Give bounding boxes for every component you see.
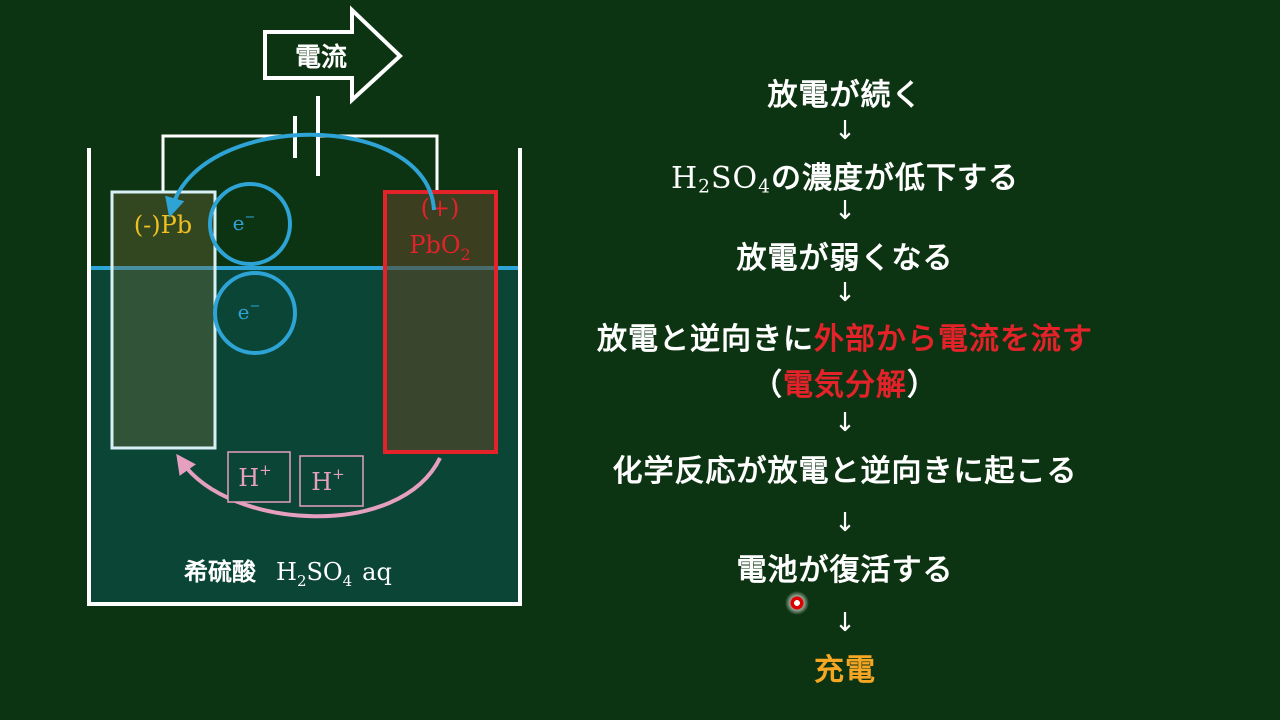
beaker <box>87 148 522 606</box>
step-concentration-drops: H2SO4の濃度が低下する <box>670 161 1019 198</box>
positive-electrode-label: PbO2 <box>409 231 470 264</box>
external-wire <box>161 134 439 192</box>
positive-electrode-sign: (+) <box>421 194 460 222</box>
current-arrow <box>263 5 403 105</box>
step-external-current: 放電と逆向きに外部から電流を流す <box>597 322 1093 357</box>
step-discharge-weakens: 放電が弱くなる <box>736 241 954 276</box>
down-arrow: ↓ <box>834 508 856 538</box>
down-arrow: ↓ <box>834 116 856 146</box>
down-arrow: ↓ <box>834 408 856 438</box>
proton-box-right <box>299 455 364 507</box>
down-arrow: ↓ <box>834 278 856 308</box>
process-flow: 放電が続く ↓ H2SO4の濃度が低下する ↓ 放電が弱くなる ↓ 放電と逆向き… <box>560 0 1130 720</box>
electron-label-bottom: e− <box>238 299 261 324</box>
step-battery-recovers: 電池が復活する <box>736 553 954 588</box>
positive-electrode <box>383 190 498 454</box>
proton-label-right: H+ <box>311 465 345 496</box>
proton-label-left: H+ <box>238 461 272 492</box>
down-arrow: ↓ <box>834 196 856 226</box>
negative-electrode <box>110 190 217 450</box>
step-discharge-continues: 放電が続く <box>767 78 923 113</box>
current-label: 電流 <box>295 43 347 73</box>
electron-circle-top <box>208 182 292 266</box>
electron-label-top: e− <box>233 210 256 235</box>
step-charging: 充電 <box>814 653 876 688</box>
down-arrow: ↓ <box>834 608 856 638</box>
negative-electrode-label: (-)Pb <box>134 211 192 239</box>
proton-flow-arrow <box>176 453 442 519</box>
proton-box-left <box>227 451 291 503</box>
electron-circle-bottom <box>213 271 297 355</box>
step-reverse-reaction: 化学反応が放電と逆向きに起こる <box>612 454 1078 489</box>
laser-pointer-icon <box>785 591 809 615</box>
step-electrolysis-note: （電気分解） <box>752 368 938 403</box>
electron-flow-arrow <box>165 132 436 218</box>
